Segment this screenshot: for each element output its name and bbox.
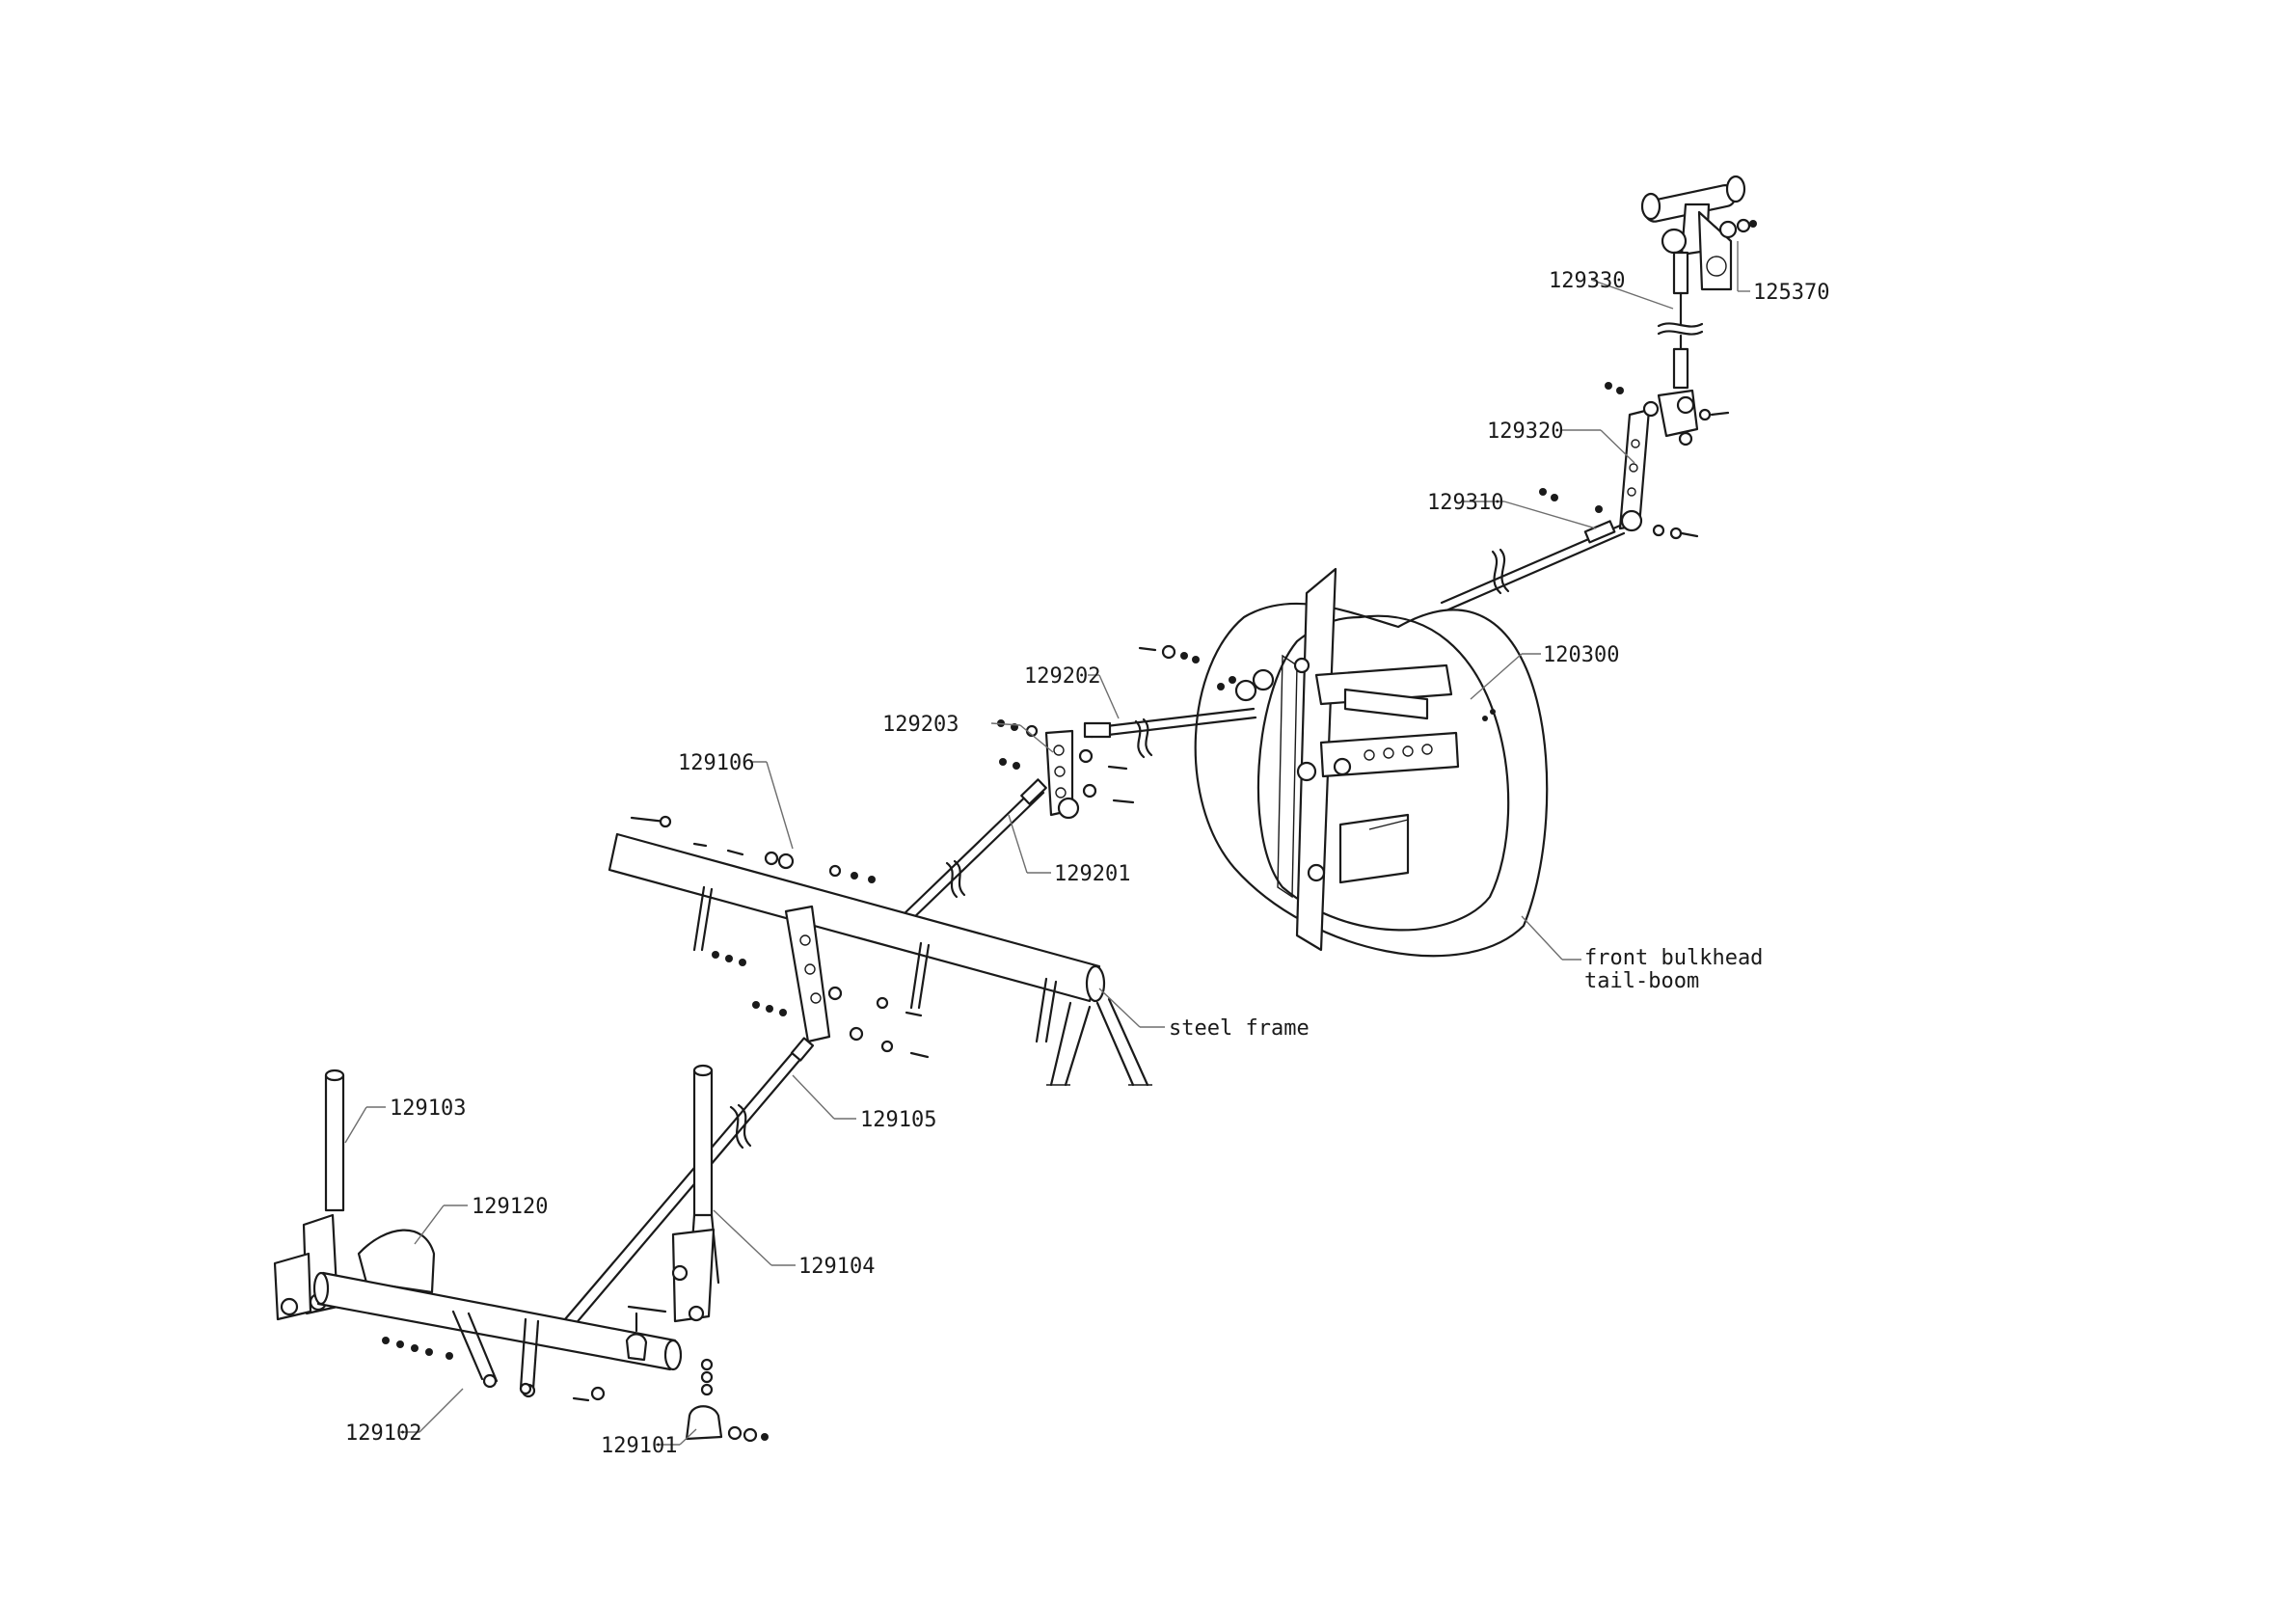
label-129310: 129310 (1427, 491, 1503, 515)
label-steel-frame: steel frame (1169, 1016, 1310, 1041)
bellcrank-129320 (1539, 382, 1728, 538)
label-129101: 129101 (601, 1434, 677, 1458)
label-129120: 129120 (472, 1195, 548, 1219)
label-129102: 129102 (345, 1421, 421, 1446)
top-bellcrank-assembly (1642, 176, 1757, 289)
front-bulkhead-120300 (1196, 569, 1548, 956)
pushrod-129330 (1659, 253, 1702, 388)
label-129106: 129106 (678, 751, 754, 775)
label-129320: 129320 (1487, 420, 1563, 444)
lower-frame (275, 1066, 718, 1396)
label-129105: 129105 (860, 1108, 936, 1132)
label-129201: 129201 (1054, 862, 1130, 886)
label-120300: 120300 (1543, 643, 1619, 667)
label-129104: 129104 (798, 1255, 875, 1279)
label-front-bulkhead: front bulkhead (1584, 946, 1763, 970)
label-129330: 129330 (1549, 269, 1625, 293)
label-129202: 129202 (1024, 664, 1100, 689)
label-129203: 129203 (882, 713, 959, 737)
torque-tube-129310 (1442, 521, 1624, 610)
label-tail-boom: tail-boom (1584, 969, 1699, 993)
label-125370: 125370 (1753, 281, 1829, 305)
part-labels: 125370 129330 129320 129310 120300 12920… (345, 269, 1829, 1458)
torque-tube-129201 (902, 779, 1046, 922)
label-129103: 129103 (390, 1096, 466, 1121)
